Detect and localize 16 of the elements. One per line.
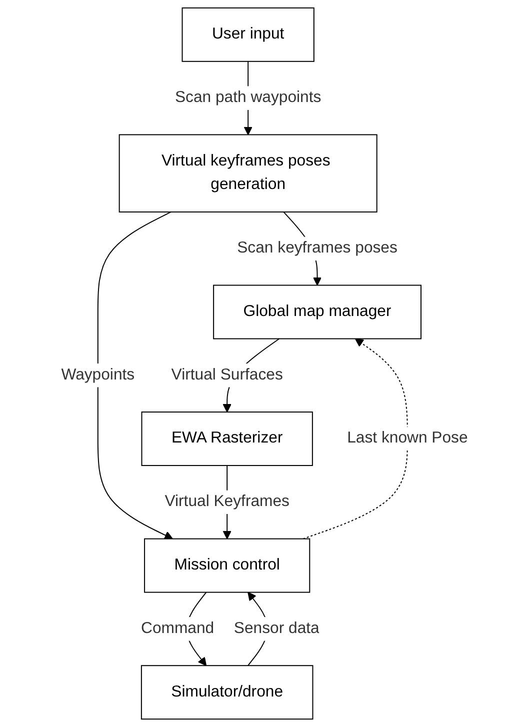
node-box: Virtual keyframes poses generation: [118, 134, 378, 212]
node-box: User input: [182, 7, 314, 62]
node-box: Global map manager: [213, 284, 422, 340]
edge-label: Waypoints: [61, 366, 135, 384]
node-box: Simulator/drone: [140, 665, 314, 720]
edge-label: Last known Pose: [347, 430, 468, 447]
edge-label: Command: [140, 620, 214, 637]
arrow: [302, 338, 408, 540]
edge-label: Scan keyframes poses: [237, 240, 398, 257]
node-box: EWA Rasterizer: [141, 412, 313, 466]
arrow: [97, 211, 173, 540]
edge-label: Virtual Keyframes: [164, 493, 290, 510]
edge-label: Sensor data: [234, 620, 320, 637]
edge-label: Virtual Surfaces: [171, 366, 283, 384]
node-box: Mission control: [144, 538, 310, 593]
edge-label: Scan path waypoints: [174, 89, 322, 106]
